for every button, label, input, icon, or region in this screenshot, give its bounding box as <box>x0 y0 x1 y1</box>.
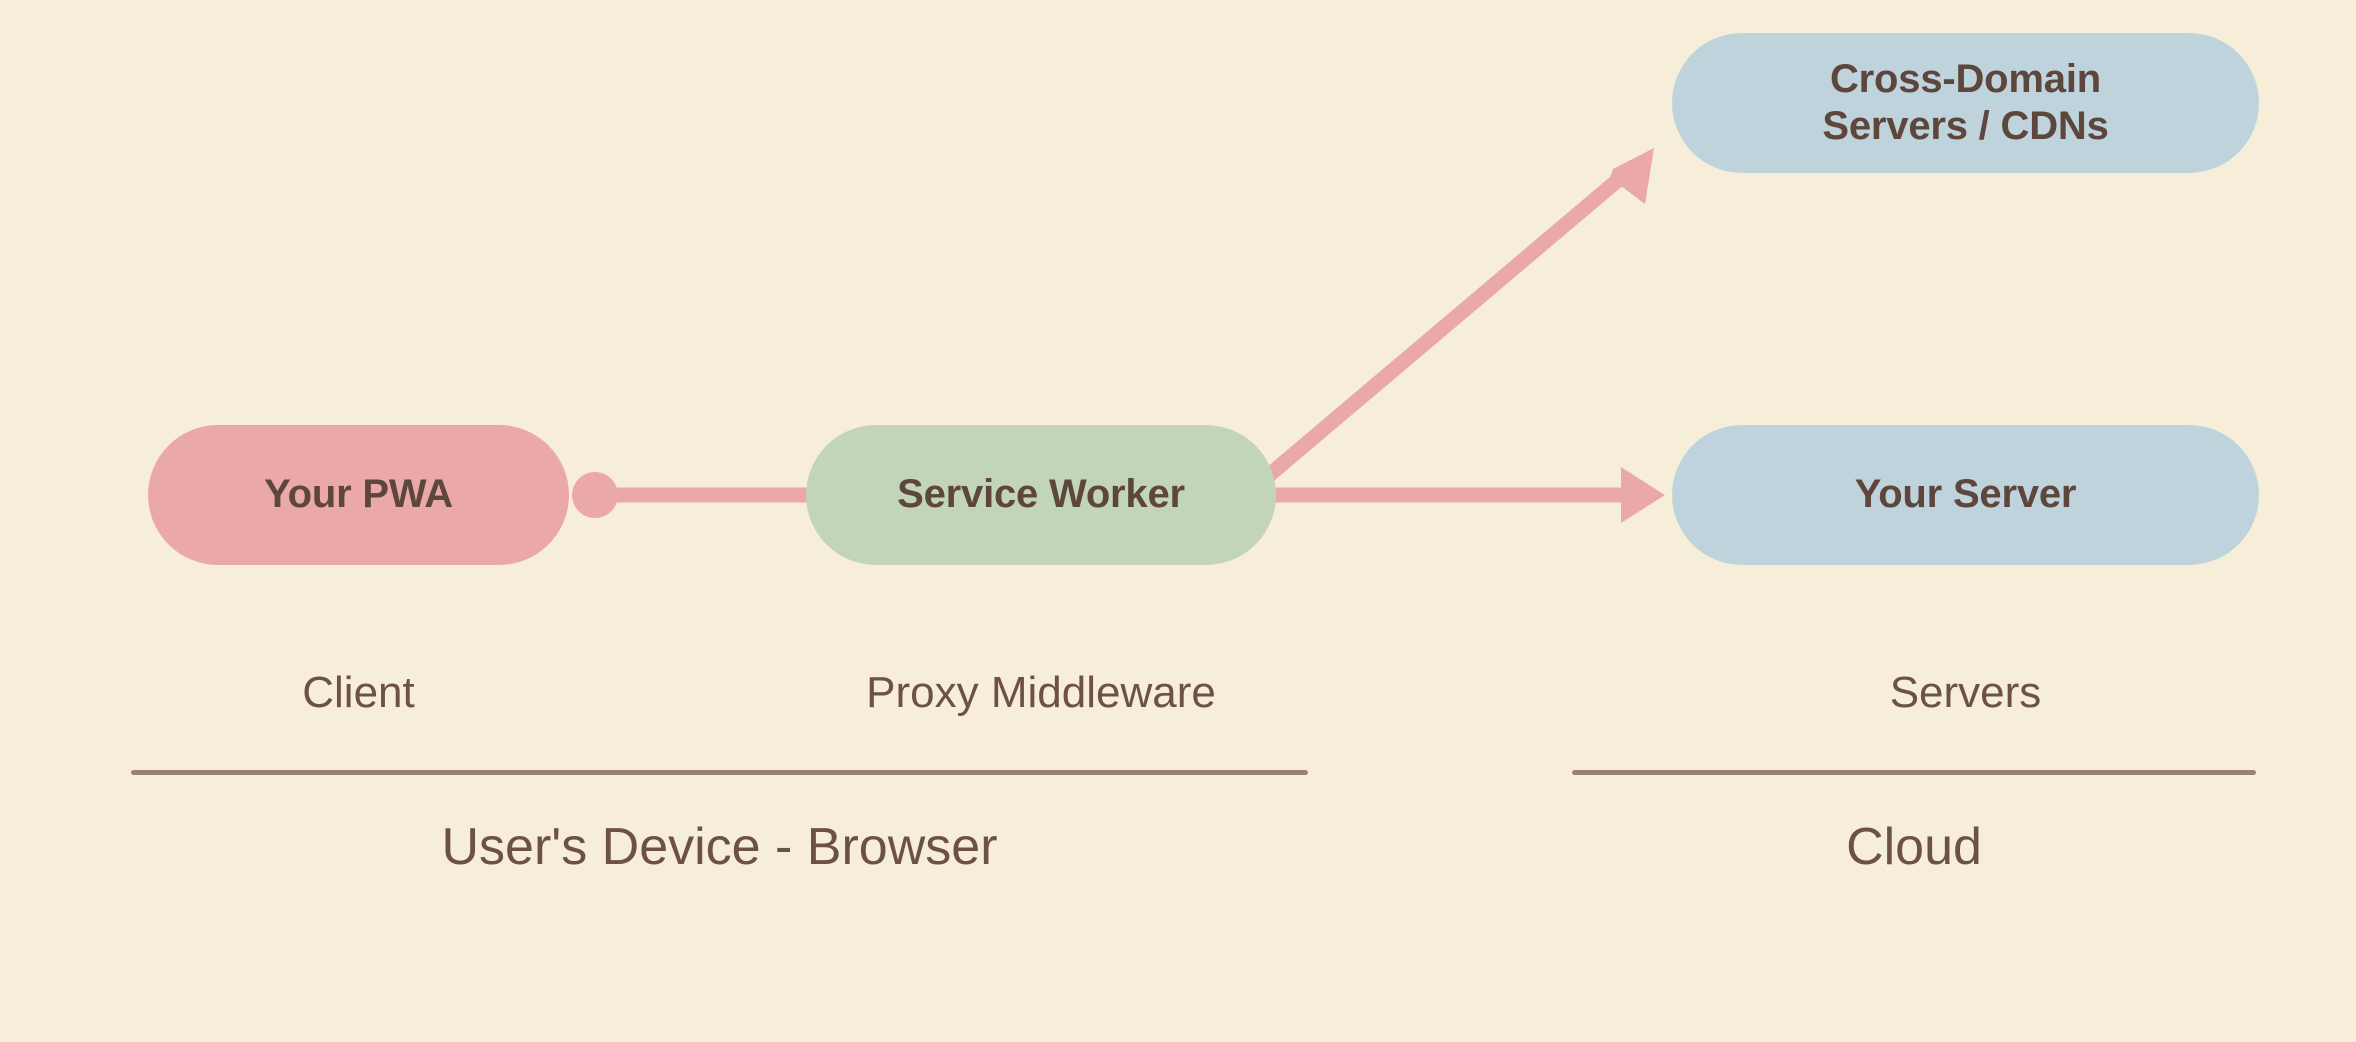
node-service-worker[interactable]: Service Worker <box>806 425 1276 565</box>
zone-divider-device <box>131 770 1308 775</box>
edge-pwa-to-service-worker <box>572 472 812 518</box>
edge-line <box>1263 174 1623 482</box>
node-cross-domain-servers-cdns[interactable]: Cross-Domain Servers / CDNs <box>1672 33 2259 173</box>
node-label: Service Worker <box>897 472 1185 517</box>
node-label: Cross-Domain Servers / CDNs <box>1822 56 2109 148</box>
zone-caption-client: Client <box>302 668 415 717</box>
connector-dot-icon <box>572 472 618 518</box>
edge-service-worker-to-cross-domain <box>1263 148 1654 482</box>
zone-divider-cloud <box>1572 770 2256 775</box>
zone-title-users-device-browser: User's Device - Browser <box>441 818 998 876</box>
arrowhead-icon <box>1621 467 1665 523</box>
arrowhead-icon <box>1603 148 1654 204</box>
zone-title-cloud: Cloud <box>1846 818 1982 876</box>
zone-caption-servers: Servers <box>1889 668 2042 717</box>
zone-caption-proxy-middleware: Proxy Middleware <box>866 668 1216 717</box>
node-label: Your PWA <box>264 472 453 517</box>
node-label: Your Server <box>1854 472 2077 517</box>
node-your-server[interactable]: Your Server <box>1672 425 2259 565</box>
node-your-pwa[interactable]: Your PWA <box>148 425 569 565</box>
edge-service-worker-to-your-server <box>1272 467 1665 523</box>
